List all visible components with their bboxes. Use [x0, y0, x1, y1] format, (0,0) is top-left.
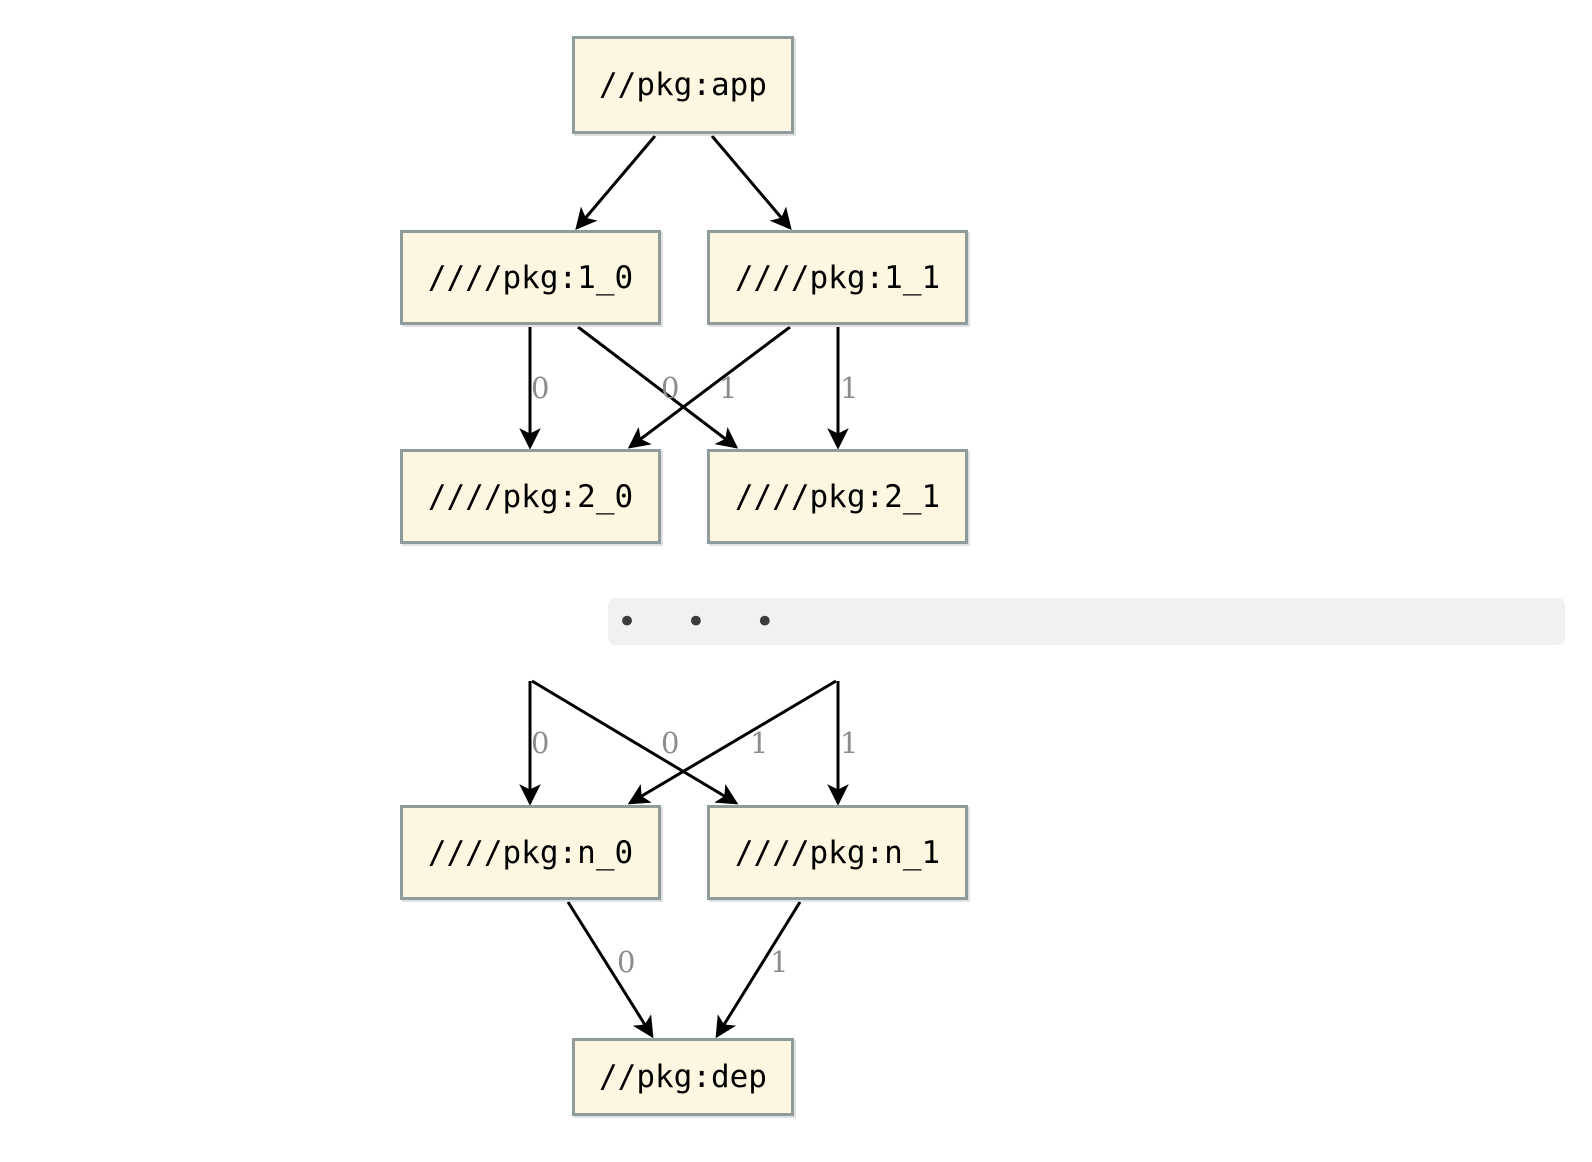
edge-label: 0 [531, 371, 550, 405]
edge-label: 1 [840, 726, 859, 760]
edge-label: 1 [719, 371, 738, 405]
edge-label: 0 [661, 371, 680, 405]
node-dep[interactable]: //pkg:dep [572, 1038, 794, 1116]
edge-label: 0 [531, 726, 550, 760]
node-ln_1[interactable]: ////pkg:n_1 [707, 805, 968, 900]
edge-line [575, 135, 657, 231]
node-l1_1[interactable]: ////pkg:1_1 [707, 230, 968, 325]
edge-line [627, 679, 837, 805]
node-label: ////pkg:2_1 [734, 478, 941, 515]
node-app[interactable]: //pkg:app [572, 36, 794, 134]
edge-line [710, 135, 792, 231]
node-ln_0[interactable]: ////pkg:n_0 [400, 805, 661, 900]
node-label: ////pkg:1_1 [734, 259, 941, 296]
edge-lines [519, 135, 849, 1039]
edge-line [627, 325, 791, 449]
node-l2_1[interactable]: ////pkg:2_1 [707, 449, 968, 544]
node-l1_0[interactable]: ////pkg:1_0 [400, 230, 661, 325]
edge-label: 1 [750, 726, 769, 760]
node-label: ////pkg:2_0 [427, 478, 634, 515]
node-label: ////pkg:1_0 [427, 259, 634, 296]
node-l2_0[interactable]: ////pkg:2_0 [400, 449, 661, 544]
node-label: //pkg:app [599, 67, 767, 103]
ellipsis-separator-band: • • • [608, 598, 1565, 645]
edge-line [566, 901, 654, 1039]
edge-line [715, 901, 802, 1039]
node-label: //pkg:dep [599, 1059, 767, 1095]
node-label: ////pkg:n_1 [734, 834, 941, 871]
ellipsis-dots: • • • [617, 602, 794, 642]
edge-label: 1 [770, 945, 789, 979]
edge-label: 1 [840, 371, 859, 405]
edge-line [531, 679, 739, 805]
edge-label: 0 [661, 726, 680, 760]
edge-label: 0 [617, 945, 636, 979]
node-label: ////pkg:n_0 [427, 834, 634, 871]
edge-line [577, 325, 739, 449]
